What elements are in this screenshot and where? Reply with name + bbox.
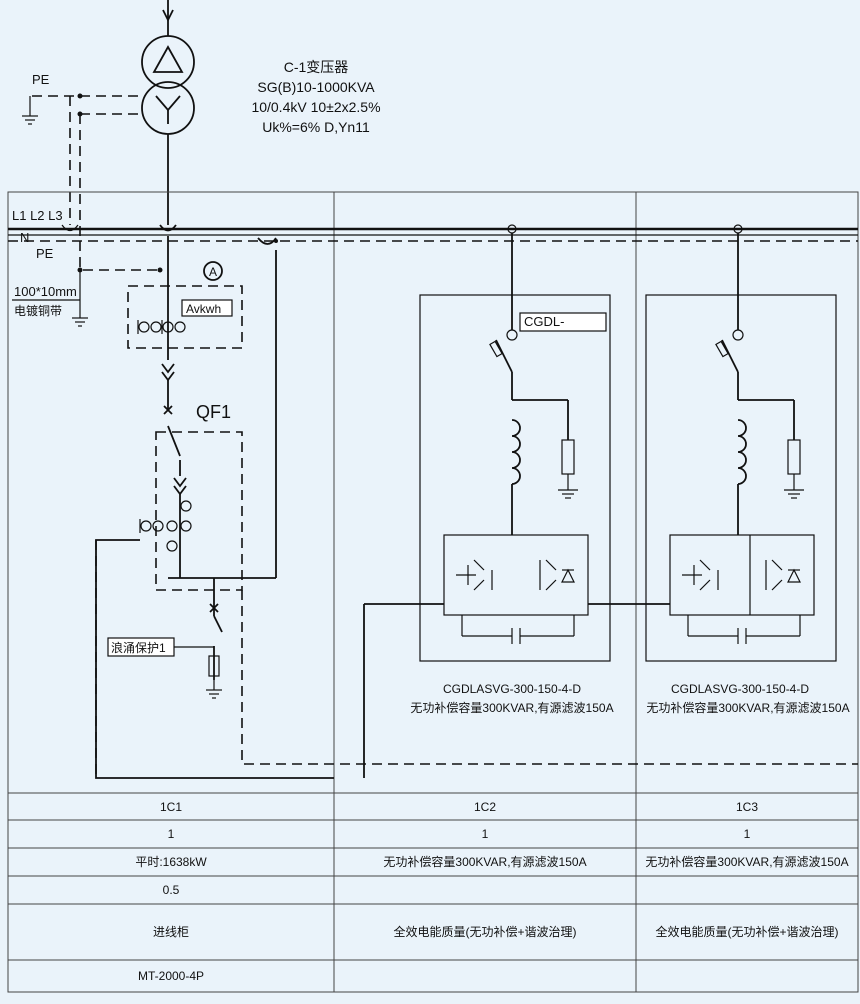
- transformer-name: C-1变压器: [284, 59, 349, 75]
- table-cell: 进线柜: [153, 925, 189, 939]
- meter-label: Avkwh: [186, 302, 221, 316]
- pe-strap: [12, 241, 163, 327]
- table-grid: [7, 191, 859, 993]
- table-cell: 1: [744, 827, 751, 841]
- svg-unit-2-model: CGDLASVG-300-150-4-D: [671, 682, 809, 696]
- transformer-ratio: 10/0.4kV 10±2x2.5%: [251, 99, 380, 115]
- table-row: 1 1 1: [168, 827, 751, 841]
- incomer-circuit: [95, 237, 858, 779]
- column-header: 1C2: [474, 800, 496, 814]
- table-cell: 全效电能质量(无功补偿+谐波治理): [393, 924, 576, 939]
- table-cell: 无功补偿容量300KVAR,有源滤波150A: [645, 854, 848, 869]
- svg-unit-2-desc: 无功补偿容量300KVAR,有源滤波150A: [646, 700, 849, 715]
- breaker-label: QF1: [196, 402, 231, 422]
- table-cell: 平时:1638kW: [135, 855, 207, 869]
- transformer-symbol: [141, 0, 195, 262]
- transformer-spec: C-1变压器 SG(B)10-1000KVA 10/0.4kV 10±2x2.5…: [251, 59, 380, 135]
- strap-name: 电镀铜带: [14, 303, 62, 318]
- main-bus: [8, 227, 858, 242]
- pe-top-wiring: [22, 93, 138, 240]
- ammeter-label: A: [209, 265, 217, 279]
- bus-n-label: N: [20, 230, 29, 245]
- column-header: 1C1: [160, 800, 182, 814]
- table-cell: 全效电能质量(无功补偿+谐波治理): [655, 924, 838, 939]
- bus-lines-label: L1 L2 L3: [12, 208, 63, 223]
- table-header-row: 1C1 1C2 1C3: [160, 800, 758, 814]
- bus-pe-label: PE: [36, 246, 54, 261]
- table-row: 平时:1638kW 无功补偿容量300KVAR,有源滤波150A 无功补偿容量3…: [135, 854, 848, 869]
- table-row: MT-2000-4P: [138, 969, 204, 983]
- cgdl-tag-label: CGDL-: [524, 314, 564, 329]
- transformer-impedance: Uk%=6% D,Yn11: [262, 119, 370, 135]
- table-cell: 0.5: [163, 883, 180, 897]
- table-row: 0.5: [163, 883, 180, 897]
- column-header: 1C3: [736, 800, 758, 814]
- transformer-model: SG(B)10-1000KVA: [257, 79, 375, 95]
- surge-label: 浪涌保护1: [111, 640, 166, 655]
- table-cell: 1: [482, 827, 489, 841]
- table-row: 进线柜 全效电能质量(无功补偿+谐波治理) 全效电能质量(无功补偿+谐波治理): [153, 924, 839, 939]
- pe-top-label: PE: [32, 72, 50, 87]
- svg-unit-1-model: CGDLASVG-300-150-4-D: [443, 682, 581, 696]
- svg-unit-1-desc: 无功补偿容量300KVAR,有源滤波150A: [410, 700, 613, 715]
- table-cell: 1: [168, 827, 175, 841]
- strap-size: 100*10mm: [14, 284, 77, 299]
- table-cell: MT-2000-4P: [138, 969, 204, 983]
- pe-crossover: [61, 224, 79, 232]
- table-cell: 无功补偿容量300KVAR,有源滤波150A: [383, 854, 586, 869]
